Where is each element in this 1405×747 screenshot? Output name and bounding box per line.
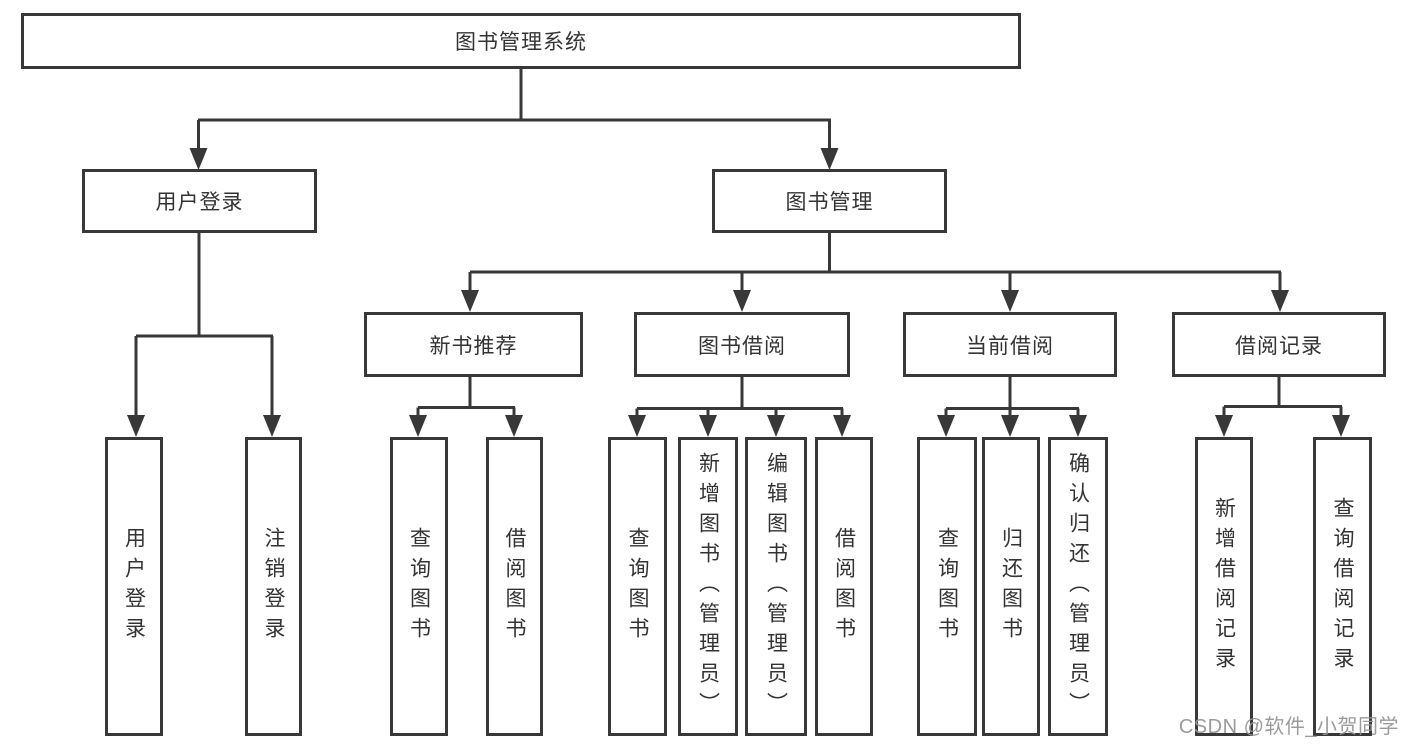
leaf-query-books-recommend-label: 查询图书 <box>407 526 431 647</box>
node-book-management-label: 图书管理 <box>785 191 874 214</box>
csdn-watermark: CSDN @软件_小贺同学 <box>1178 716 1399 738</box>
leaf-add-books-admin: 新增图书（管理员） <box>678 437 738 736</box>
arrowhead-icons <box>127 148 1350 437</box>
leaf-confirm-return-admin-label: 确认归还（管理员） <box>1066 451 1090 722</box>
node-new-book-recommend-label: 新书推荐 <box>429 334 518 358</box>
leaf-borrow-books-recommend-label: 借阅图书 <box>503 526 526 647</box>
leaf-query-books-borrowing: 查询图书 <box>608 437 667 736</box>
leaf-query-borrow-record-label: 查询借阅记录 <box>1331 496 1354 677</box>
leaf-edit-books-admin-label: 编辑图书（管理员） <box>764 451 788 722</box>
node-book-management: 图书管理 <box>712 169 947 233</box>
leaf-query-borrow-record: 查询借阅记录 <box>1313 437 1372 736</box>
node-new-book-recommend: 新书推荐 <box>364 312 583 377</box>
node-current-borrowing: 当前借阅 <box>903 312 1117 377</box>
node-book-borrowing-label: 图书借阅 <box>698 334 786 358</box>
leaf-user-login: 用户登录 <box>105 437 163 736</box>
node-borrowing-records: 借阅记录 <box>1172 312 1386 377</box>
node-book-borrowing: 图书借阅 <box>634 312 850 377</box>
node-root-system-label: 图书管理系统 <box>455 31 587 54</box>
node-current-borrowing-label: 当前借阅 <box>966 334 1054 358</box>
node-root-system: 图书管理系统 <box>21 13 1021 69</box>
node-user-login-label: 用户登录 <box>155 191 244 214</box>
tree-lines <box>134 69 1343 418</box>
leaf-borrow-books: 借阅图书 <box>815 437 873 736</box>
leaf-query-books-current-label: 查询图书 <box>935 526 959 647</box>
leaf-return-books-label: 归还图书 <box>999 526 1023 647</box>
leaf-return-books: 归还图书 <box>982 437 1040 736</box>
leaf-user-login-label: 用户登录 <box>122 526 146 647</box>
leaf-borrow-books-recommend: 借阅图书 <box>486 437 543 736</box>
leaf-add-borrow-record: 新增借阅记录 <box>1195 437 1253 736</box>
node-borrowing-records-label: 借阅记录 <box>1235 334 1323 358</box>
leaf-logout-label: 注销登录 <box>262 526 285 647</box>
leaf-edit-books-admin: 编辑图书（管理员） <box>745 437 807 736</box>
leaf-borrow-books-label: 借阅图书 <box>832 526 856 647</box>
leaf-query-books-recommend: 查询图书 <box>390 437 448 736</box>
leaf-logout: 注销登录 <box>245 437 302 736</box>
leaf-query-books-current: 查询图书 <box>917 437 977 736</box>
node-user-login: 用户登录 <box>82 169 317 233</box>
leaf-query-books-borrowing-label: 查询图书 <box>626 526 649 647</box>
leaf-add-borrow-record-label: 新增借阅记录 <box>1212 496 1236 677</box>
leaf-confirm-return-admin: 确认归还（管理员） <box>1048 437 1108 736</box>
leaf-add-books-admin-label: 新增图书（管理员） <box>696 451 720 722</box>
